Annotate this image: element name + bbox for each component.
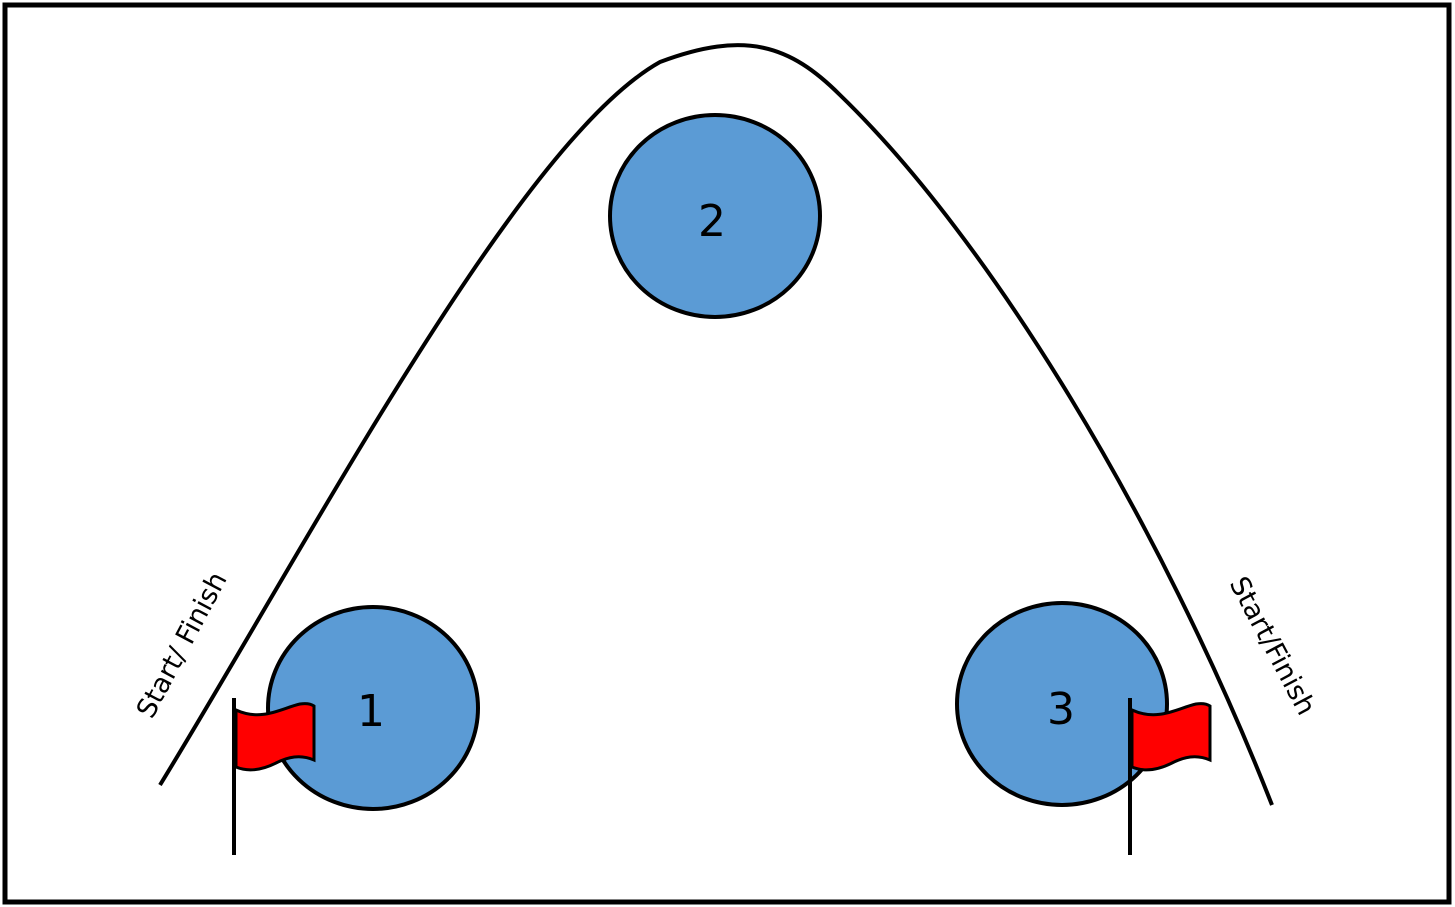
flag-right-cloth [1130,702,1212,772]
cone-1: 1 [266,605,480,811]
cone-3-circle [955,601,1169,807]
cone-2-label: 2 [698,196,726,247]
cone-2: 2 [608,113,822,319]
cone-3: 3 [955,601,1169,807]
cone-2-circle [608,113,822,319]
course-path [158,43,1274,806]
flag-left-icon [232,698,316,855]
cone-1-circle [266,605,480,811]
flag-right-icon [1128,698,1212,855]
cone-3-label: 3 [1047,684,1075,735]
cone-1-label: 1 [357,686,385,737]
flag-left-cloth [234,702,316,772]
